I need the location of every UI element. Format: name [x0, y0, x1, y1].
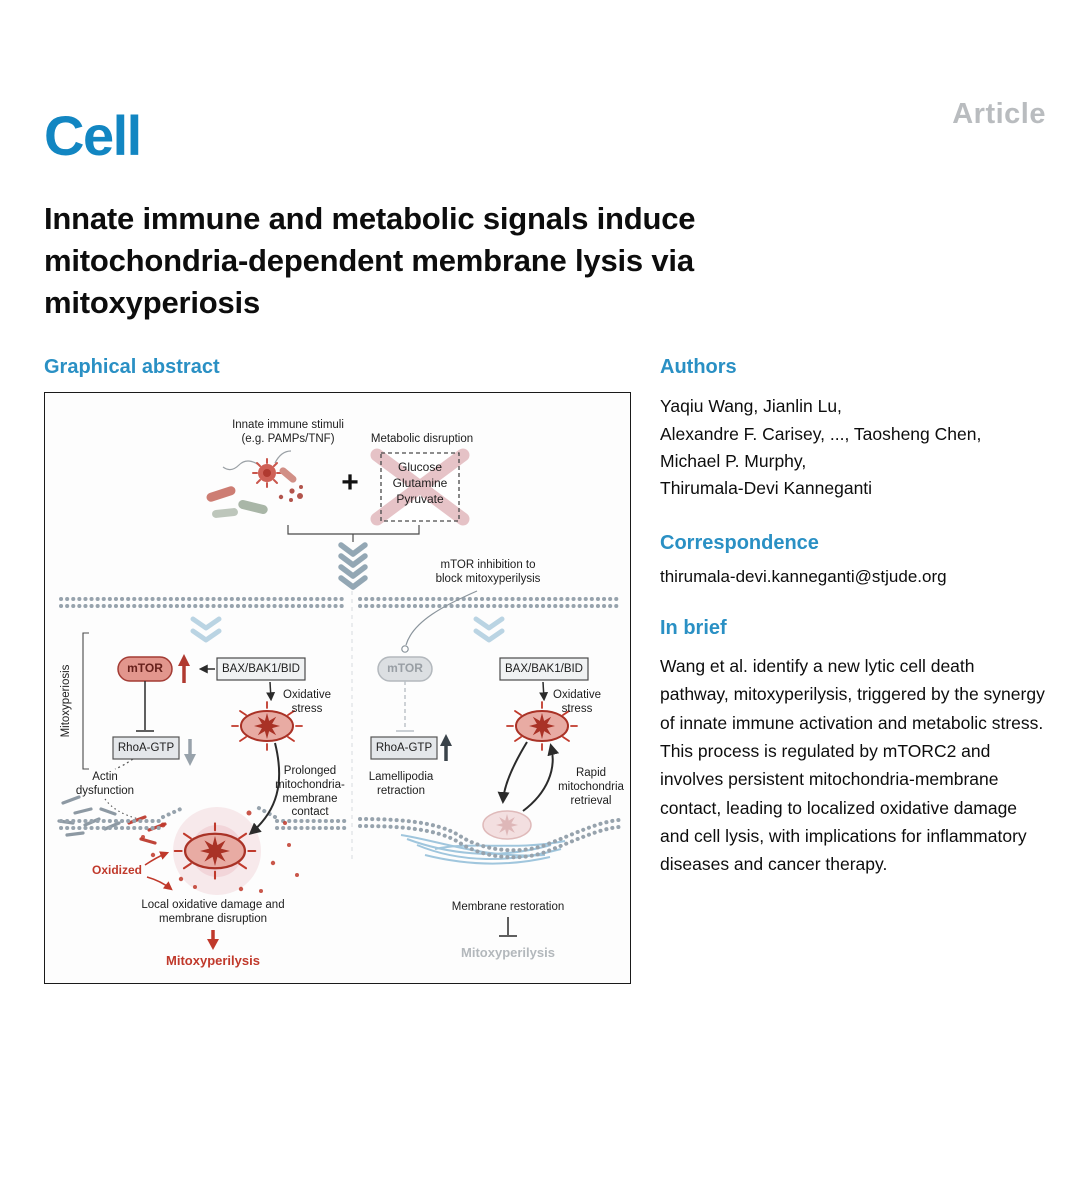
mitoxyperiosis-side-label: Mitoxyperiosis — [60, 665, 73, 738]
local-damage-label: Local oxidative damage and membrane disr… — [141, 899, 285, 926]
restored-membrane-bottom — [358, 817, 621, 860]
plus-icon: + — [341, 466, 359, 500]
mitoxyperiosis-bracket — [82, 632, 89, 771]
up-arrow-dark-icon — [440, 734, 452, 747]
down-arrow-gray-icon — [184, 754, 196, 767]
graphical-abstract-column: Graphical abstract — [44, 356, 634, 985]
metabolic-disruption-icon — [370, 448, 470, 526]
bax-box — [499, 657, 589, 682]
title-line-3: mitoxyperiosis — [44, 285, 261, 321]
bacteria-cluster-icon — [206, 450, 303, 519]
plasma-membrane-top — [59, 597, 621, 609]
right-bax-label: BAX/BAK1/BID — [505, 663, 583, 676]
page-header: Cell Article — [44, 98, 1046, 164]
left-outcome-label: Mitoxyperilysis — [166, 953, 260, 969]
title-line-1: Innate immune and metabolic signals indu… — [44, 201, 696, 236]
inhibitor-ball-icon — [401, 645, 409, 654]
author-line: Thirumala-Devi Kanneganti — [660, 477, 873, 498]
oxidized-lipid-dots — [141, 810, 299, 894]
metabolite-pyruvate-label: Pyruvate — [396, 492, 444, 507]
membrane-restoration-label: Membrane restoration — [451, 901, 565, 914]
author-line: Alexandre F. Carisey, ..., Taosheng Chen… — [660, 423, 982, 444]
author-line: Michael P. Murphy, — [660, 450, 807, 471]
rapid-retrieval-label: Rapid mitochondria retrieval — [558, 767, 624, 807]
metabolite-glutamine-label: Glutamine — [392, 476, 448, 491]
actin-dysfunction-label: Actin dysfunction — [75, 771, 135, 798]
right-rhoa-label: RhoA-GTP — [375, 742, 433, 755]
signal-chevrons-icon — [190, 616, 505, 643]
sidebar-column: Authors Yaqiu Wang, Jianlin Lu, Alexandr… — [660, 356, 1046, 984]
lamellipodia-label: Lamellipodia retraction — [368, 771, 434, 798]
metabolic-disruption-label: Metabolic disruption — [370, 433, 474, 446]
right-oxidative-stress-label: Oxidative stress — [553, 689, 601, 716]
right-mtor-label: mTOR — [387, 661, 423, 676]
virus-icon — [252, 458, 282, 489]
in-brief-heading: In brief — [660, 616, 727, 639]
correspondence-heading: Correspondence — [660, 531, 819, 554]
down-arrow-red-icon — [207, 939, 219, 951]
authors-list: Yaqiu Wang, Jianlin Lu, Alexandre F. Car… — [660, 393, 1046, 502]
mtor-inhibition-note: mTOR inhibition to block mitoxyperilysis — [435, 559, 541, 586]
content-columns: Graphical abstract — [44, 356, 1046, 985]
innate-immune-stimuli-label: Innate immune stimuli (e.g. PAMPs/TNF) — [232, 419, 344, 446]
left-oxidative-stress-label: Oxidative stress — [283, 689, 331, 716]
prolonged-contact-label: Prolonged mitochondria- membrane contact — [275, 765, 345, 819]
left-rhoa-label: RhoA-GTP — [117, 742, 175, 755]
title-line-2: mitochondria-dependent membrane lysis vi… — [44, 243, 694, 279]
cell-journal-logo: Cell — [44, 104, 142, 167]
disrupted-membrane-bottom — [59, 805, 347, 831]
blocked-x-icon — [370, 448, 470, 526]
rhoa-box — [112, 736, 180, 761]
article-type-label: Article — [952, 98, 1046, 130]
oxidized-label: Oxidized — [91, 863, 143, 878]
article-first-page: Cell Article Innate immune and metabolic… — [0, 98, 1090, 985]
authors-heading: Authors — [660, 356, 737, 379]
left-bax-label: BAX/BAK1/BID — [222, 663, 300, 676]
graphical-abstract-figure: Innate immune stimuli (e.g. PAMPs/TNF) +… — [44, 392, 631, 985]
actin-filaments-blue — [400, 834, 566, 866]
in-brief-text: Wang et al. identify a new lytic cell de… — [660, 655, 1045, 875]
right-outcome-label: Mitoxyperilysis — [461, 945, 555, 961]
down-chevrons-icon — [338, 542, 368, 591]
correspondence-email-link[interactable]: thirumala-devi.kanneganti@stjude.org — [660, 566, 947, 586]
figure-drawing — [57, 448, 621, 951]
author-line: Yaqiu Wang, Jianlin Lu, — [660, 396, 842, 417]
article-title: Innate immune and metabolic signals indu… — [44, 198, 1046, 324]
metabolite-glucose-label: Glucose — [397, 460, 443, 475]
up-arrow-red-icon — [178, 654, 190, 667]
retrieved-mitochondria-icon — [482, 810, 532, 841]
graphical-abstract-heading: Graphical abstract — [44, 356, 220, 379]
bax-box — [216, 657, 306, 682]
left-mtor-label: mTOR — [127, 661, 163, 676]
right-panel-shapes — [358, 590, 621, 938]
rhoa-box — [370, 736, 438, 761]
left-panel-shapes — [57, 654, 347, 951]
